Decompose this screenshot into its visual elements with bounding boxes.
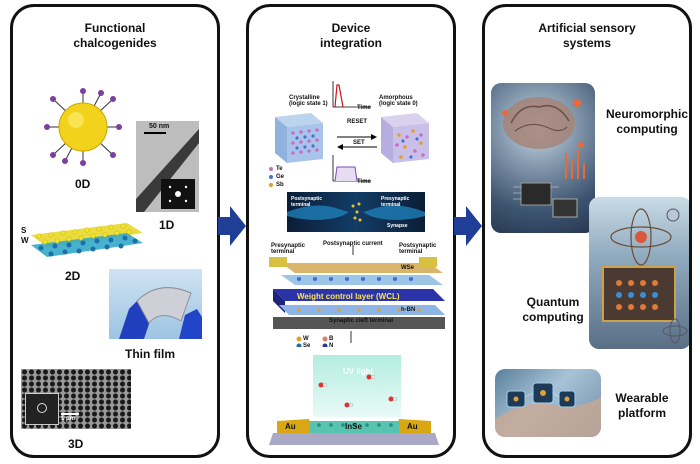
device-integration-panel: Device integration bbox=[246, 4, 456, 458]
thin-film-photo bbox=[109, 269, 202, 339]
time-label-bottom: Time bbox=[357, 179, 371, 185]
synaptic-cleft-label: Synaptic cleft terminal bbox=[329, 318, 394, 324]
reset-label: RESET bbox=[347, 119, 368, 125]
quantum-line-2: computing bbox=[522, 310, 584, 324]
amorphous-line-2: (logic state 0) bbox=[379, 101, 418, 107]
right-arrow-icon bbox=[218, 206, 246, 246]
neuromorphic-line-2: computing bbox=[616, 122, 678, 136]
scale-bar-1um: 1 μm bbox=[61, 416, 76, 422]
legend-ge: Ge bbox=[276, 174, 285, 180]
legend-b: B bbox=[329, 336, 334, 342]
legend-w: W bbox=[303, 336, 309, 342]
title-line-1: Functional bbox=[84, 21, 146, 35]
quantum-line-1: Quantum bbox=[526, 295, 580, 309]
title-line-1: Device bbox=[331, 21, 371, 35]
label-2d: 2D bbox=[65, 269, 81, 283]
panel-title: Functional chalcogenides bbox=[13, 21, 217, 51]
neuromorphic-brain-image bbox=[491, 83, 595, 233]
atom-label-w: W bbox=[21, 236, 29, 245]
wearable-label: Wearable platform bbox=[607, 391, 677, 421]
functional-chalcogenides-panel: Functional chalcogenides 0D bbox=[10, 4, 220, 458]
time-label-top: Time bbox=[357, 105, 371, 111]
title-line-2: integration bbox=[320, 36, 382, 50]
postsynaptic-current-label: Postsynaptic current bbox=[323, 241, 383, 247]
neuromorphic-label: Neuromorphic computing bbox=[603, 107, 689, 137]
wearable-line-1: Wearable bbox=[615, 391, 669, 405]
wcl-presynaptic-label: Presynaptic terminal bbox=[271, 243, 306, 255]
amorphous-label: Amorphous (logic state 0) bbox=[379, 95, 418, 107]
synaptic-transistor-diagram bbox=[269, 245, 445, 347]
quantum-computing-image bbox=[589, 197, 689, 349]
wcl-label: Weight control layer (WCL) bbox=[297, 292, 400, 301]
neuromorphic-line-1: Neuromorphic bbox=[605, 107, 688, 121]
label-1d: 1D bbox=[159, 218, 175, 232]
uv-light-label: UV light bbox=[343, 367, 374, 376]
right-arrow-icon bbox=[454, 206, 482, 246]
porous-3d-sem-image: 1 μm bbox=[21, 369, 131, 429]
legend-sb: Sb bbox=[276, 182, 284, 188]
inse-label: InSe bbox=[345, 422, 362, 431]
panel-title: Artificial sensory systems bbox=[485, 21, 689, 51]
presynaptic-terminal-label: Presynaptic terminal bbox=[381, 196, 410, 208]
au-left-label: Au bbox=[285, 422, 296, 431]
legend-n: N bbox=[329, 343, 334, 349]
hbn-label: h-BN bbox=[401, 307, 416, 313]
atom-label-s: S bbox=[21, 226, 27, 235]
legend-te: Te bbox=[276, 166, 283, 172]
legend-se: Se bbox=[303, 343, 311, 349]
crystalline-line-1: Crystalline bbox=[289, 95, 320, 101]
artificial-sensory-systems-panel: Artificial sensory systems Neuromorphic … bbox=[482, 4, 692, 458]
postsynaptic-terminal-label: Postsynaptic terminal bbox=[291, 196, 323, 208]
wse-label: WSe bbox=[401, 265, 415, 271]
synapse-illustration: Postsynaptic terminal Presynaptic termin… bbox=[287, 192, 425, 232]
title-line-1: Artificial sensory bbox=[538, 21, 636, 35]
quantum-label: Quantum computing bbox=[513, 295, 593, 325]
wearable-line-2: platform bbox=[618, 406, 666, 420]
nanowire-1d-tem-image: 50 nm bbox=[136, 121, 199, 212]
wearable-platform-image bbox=[495, 369, 601, 437]
amorphous-line-1: Amorphous bbox=[379, 95, 413, 101]
au-right-label: Au bbox=[407, 422, 418, 431]
nanoparticle-0d-image bbox=[44, 88, 122, 166]
wcl-postsynaptic-label: Postsynaptic terminal bbox=[399, 243, 437, 255]
title-line-2: systems bbox=[562, 36, 612, 50]
synapse-label: Synapse bbox=[387, 223, 408, 229]
label-3d: 3D bbox=[68, 437, 84, 451]
uv-photodetector-diagram: UV light Au Au InSe bbox=[269, 355, 439, 449]
label-0d: 0D bbox=[75, 177, 91, 191]
title-line-2: chalcogenides bbox=[73, 36, 157, 50]
label-thin-film: Thin film bbox=[125, 347, 175, 361]
set-label: SET bbox=[353, 140, 365, 146]
crystalline-line-2: (logic state 1) bbox=[289, 101, 328, 107]
scale-bar-50nm: 50 nm bbox=[149, 123, 170, 130]
phase-change-memory-diagram bbox=[269, 81, 429, 187]
layered-2d-structure-image bbox=[31, 223, 143, 257]
crystalline-label: Crystalline (logic state 1) bbox=[289, 95, 328, 107]
panel-title: Device integration bbox=[249, 21, 453, 51]
